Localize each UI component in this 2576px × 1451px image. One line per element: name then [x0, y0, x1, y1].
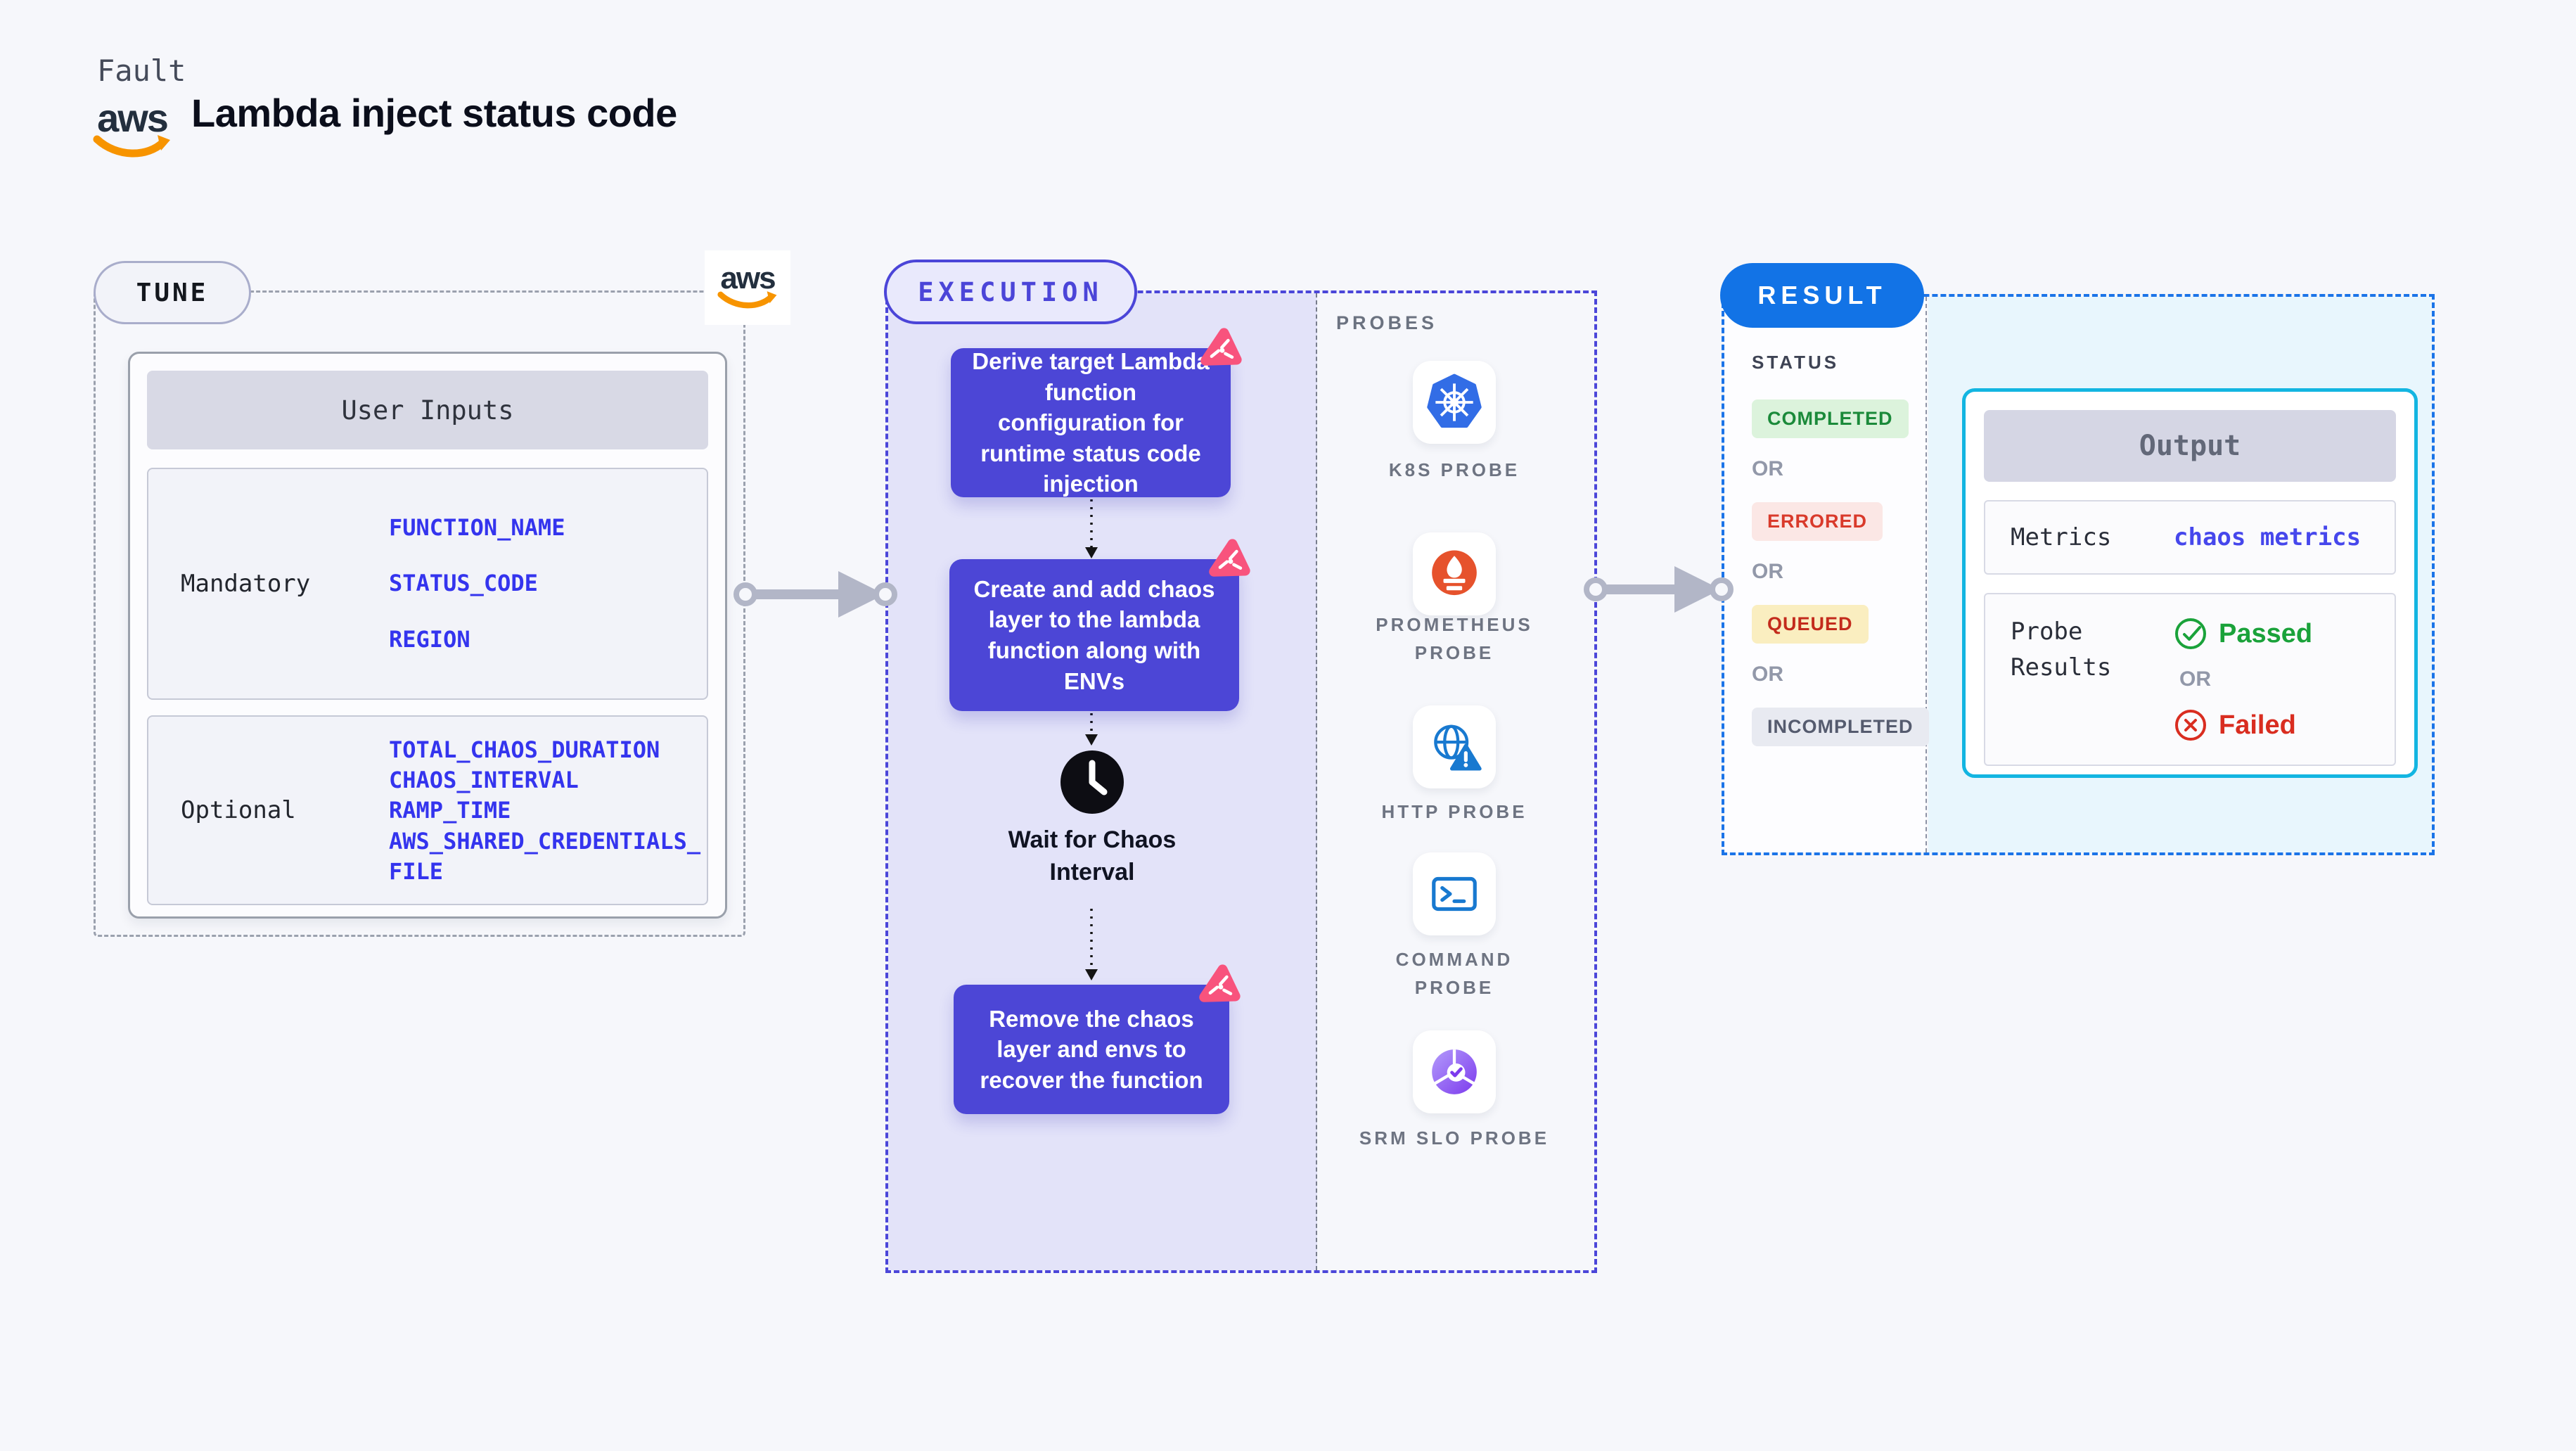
status-column [1724, 297, 1927, 852]
command-probe-tile [1413, 852, 1496, 935]
step-derive-config: Derive target Lambda function configurat… [951, 328, 1242, 497]
mandatory-params: FUNCTION_NAME STATUS_CODE REGION [389, 469, 707, 698]
param-function-name: FUNCTION_NAME [389, 514, 565, 542]
aws-smile-icon [93, 135, 170, 158]
status-title: STATUS [1752, 352, 1840, 373]
srm-slo-icon [1432, 1049, 1477, 1094]
metrics-label: Metrics [2011, 523, 2112, 551]
mandatory-label: Mandatory [181, 570, 311, 598]
command-probe-label: COMMAND PROBE [1395, 949, 1513, 999]
probe-passed-row: Passed [2174, 617, 2312, 651]
failed-label: Failed [2219, 710, 2296, 740]
aws-logo-text: aws [97, 96, 169, 140]
litmus-chaos-icon [1209, 539, 1250, 577]
user-inputs-title: User Inputs [147, 371, 708, 449]
user-inputs-card: User Inputs Mandatory FUNCTION_NAME STAT… [128, 352, 727, 919]
metrics-row: Metrics chaos metrics [1984, 500, 2396, 575]
param-chaos-interval: CHAOS_INTERVAL [389, 767, 579, 794]
aws-smile-icon [717, 291, 777, 309]
param-ramp-time: RAMP_TIME [389, 797, 511, 824]
output-card: Output Metrics chaos metrics Probe Resul… [1962, 388, 2418, 778]
status-badge-errored: ERRORED [1752, 502, 1883, 541]
prometheus-probe-label: PROMETHEUS PROBE [1376, 614, 1533, 664]
step-text: Create and add chaos layer to the lambda… [973, 575, 1215, 694]
probe-results-values: Passed OR Failed [2174, 594, 2312, 765]
aws-logo-text: aws [720, 261, 776, 295]
status-badge-incompleted: INCOMPLETED [1752, 708, 1929, 746]
or-label: OR [1752, 457, 1783, 480]
metrics-value: chaos metrics [2174, 523, 2362, 551]
k8s-probe-label: K8S PROBE [1388, 459, 1520, 480]
optional-params: TOTAL_CHAOS_DURATION CHAOS_INTERVAL RAMP… [389, 717, 707, 904]
litmus-chaos-icon [1200, 328, 1242, 366]
param-total-chaos-duration: TOTAL_CHAOS_DURATION [389, 736, 660, 763]
tune-aws-logo-box: aws [705, 250, 790, 325]
prometheus-probe-tile [1413, 532, 1496, 615]
param-status-code: STATUS_CODE [389, 570, 538, 597]
flow-arrow-down [1085, 713, 1098, 746]
probe-failed-row: Failed [2174, 708, 2312, 742]
optional-row: Optional TOTAL_CHAOS_DURATION CHAOS_INTE… [147, 715, 708, 905]
tune-badge: TUNE [94, 261, 251, 324]
probe-results-label: Probe Results [2011, 618, 2112, 682]
wait-clock-icon [1058, 748, 1126, 816]
step-remove-chaos-layer: Remove the chaos layer and envs to recov… [954, 964, 1241, 1114]
srm-slo-probe-tile [1413, 1030, 1496, 1113]
status-badge-completed: COMPLETED [1752, 399, 1909, 438]
param-region: REGION [389, 625, 470, 653]
or-label: OR [1752, 560, 1783, 583]
execution-badge: EXECUTION [884, 260, 1137, 324]
passed-label: Passed [2219, 618, 2313, 648]
step-add-chaos-layer: Create and add chaos layer to the lambda… [949, 539, 1250, 711]
srm-slo-probe-label: SRM SLO PROBE [1359, 1127, 1550, 1149]
k8s-probe-tile [1413, 361, 1496, 444]
litmus-chaos-icon [1199, 964, 1241, 1002]
tune-to-execution-arrow [733, 571, 897, 618]
check-circle-icon [2175, 618, 2206, 649]
wait-for-chaos-interval-label: Wait for Chaos Interval [1008, 826, 1177, 886]
probes-title: PROBES [1336, 312, 1438, 333]
output-title: Output [1984, 410, 2396, 482]
aws-logo: aws [93, 98, 172, 162]
step-text: Derive target Lambda function configurat… [972, 348, 1210, 497]
http-globe-icon [1434, 724, 1482, 771]
status-badge-queued: QUEUED [1752, 605, 1869, 644]
or-label: OR [1752, 663, 1783, 686]
terminal-icon [1432, 876, 1477, 912]
prometheus-icon [1432, 550, 1477, 596]
x-circle-icon [2175, 710, 2206, 741]
mandatory-row: Mandatory FUNCTION_NAME STATUS_CODE REGI… [147, 468, 708, 700]
or-label: OR [2179, 667, 2211, 691]
result-badge: RESULT [1720, 263, 1924, 328]
page-title: Lambda inject status code [191, 91, 677, 135]
http-probe-tile [1413, 705, 1496, 788]
fault-eyebrow: Fault [97, 53, 186, 88]
http-probe-label: HTTP PROBE [1381, 801, 1527, 822]
aws-logo-small: aws [717, 263, 778, 312]
flow-arrow-down [1085, 499, 1098, 558]
execution-to-result-arrow [1584, 566, 1734, 613]
step-text: Remove the chaos layer and envs to recov… [980, 1005, 1203, 1093]
param-aws-shared-credentials-file: AWS_SHARED_CREDENTIALS_FILE [389, 827, 701, 885]
probe-results-row: Probe Results Passed OR Failed [1984, 593, 2396, 766]
optional-label: Optional [181, 796, 296, 824]
tune-panel [94, 290, 745, 937]
kubernetes-icon [1427, 373, 1482, 428]
flow-arrow-down [1085, 909, 1098, 980]
